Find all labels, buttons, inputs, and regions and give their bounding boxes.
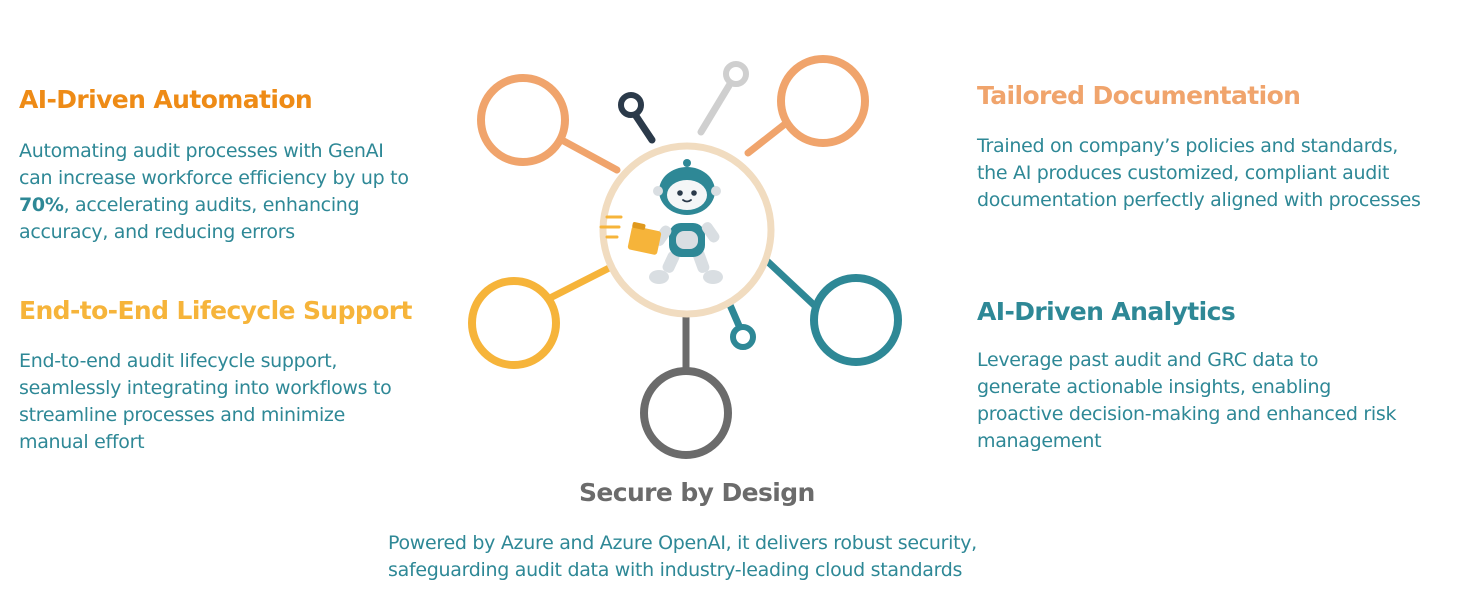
- connector-lifecycle: [548, 261, 619, 301]
- small-node-gray: [723, 61, 749, 87]
- node-documentation: [777, 55, 869, 147]
- lifecycle-line-2: seamlessly integrating into workflows to: [19, 377, 392, 399]
- feature-security: Secure by Design Powered by Azure and Az…: [388, 478, 1068, 584]
- lifecycle-title: End-to-End Lifecycle Support: [19, 296, 412, 325]
- analytics-line-1: Leverage past audit and GRC data to: [977, 349, 1319, 371]
- feature-lifecycle: End-to-End Lifecycle Support End-to-end …: [19, 296, 412, 456]
- connector-small-navy: [630, 109, 656, 144]
- hub-spoke-diagram: [468, 55, 902, 459]
- automation-title: AI-Driven Automation: [19, 85, 313, 114]
- analytics-line-3: proactive decision-making and enhanced r…: [977, 403, 1397, 425]
- connector-small-teal: [726, 301, 744, 332]
- lifecycle-line-1: End-to-end audit lifecycle support,: [19, 350, 338, 372]
- feature-automation: AI-Driven Automation Automating audit pr…: [19, 85, 409, 246]
- connector-automation: [556, 135, 621, 174]
- analytics-line-2: generate actionable insights, enabling: [977, 376, 1332, 398]
- documentation-title: Tailored Documentation: [977, 81, 1301, 110]
- lifecycle-description: End-to-end audit lifecycle support, seam…: [19, 348, 412, 456]
- feature-documentation: Tailored Documentation Trained on compan…: [977, 81, 1421, 214]
- lifecycle-line-4: manual effort: [19, 431, 145, 453]
- automation-line-2: can increase workforce efficiency by up …: [19, 167, 409, 189]
- documentation-line-3: documentation perfectly aligned with pro…: [977, 189, 1421, 211]
- node-analytics: [810, 274, 902, 366]
- automation-line-3: 70%, accelerating audits, enhancing: [19, 192, 409, 219]
- security-title: Secure by Design: [579, 478, 815, 507]
- connector-small-gray: [697, 80, 734, 136]
- documentation-line-1: Trained on company’s policies and standa…: [977, 135, 1399, 157]
- small-node-navy: [618, 92, 644, 118]
- lifecycle-line-3: streamline processes and minimize: [19, 404, 345, 426]
- analytics-title: AI-Driven Analytics: [977, 297, 1236, 326]
- automation-highlight: 70%: [19, 194, 64, 216]
- documentation-description: Trained on company’s policies and standa…: [977, 133, 1421, 214]
- security-line-1: Powered by Azure and Azure OpenAI, it de…: [388, 532, 977, 554]
- robot-mascot-icon: [599, 159, 723, 284]
- node-security: [640, 367, 732, 459]
- automation-line-4: accuracy, and reducing errors: [19, 221, 295, 243]
- automation-line-3-rest: , accelerating audits, enhancing: [63, 194, 360, 216]
- automation-line-1: Automating audit processes with GenAI: [19, 140, 384, 162]
- node-lifecycle: [468, 277, 560, 369]
- automation-description: Automating audit processes with GenAI ca…: [19, 138, 409, 246]
- connector-analytics: [762, 256, 818, 309]
- connector-documentation: [744, 120, 789, 157]
- documentation-line-2: the AI produces customized, compliant au…: [977, 162, 1390, 184]
- security-description: Powered by Azure and Azure OpenAI, it de…: [388, 530, 1068, 584]
- security-line-2: safeguarding audit data with industry-le…: [388, 559, 963, 581]
- small-node-teal: [730, 324, 756, 350]
- feature-analytics: AI-Driven Analytics Leverage past audit …: [977, 297, 1397, 455]
- connectors: [548, 80, 818, 371]
- analytics-line-4: management: [977, 430, 1102, 452]
- node-automation: [477, 74, 569, 166]
- analytics-description: Leverage past audit and GRC data to gene…: [977, 347, 1397, 455]
